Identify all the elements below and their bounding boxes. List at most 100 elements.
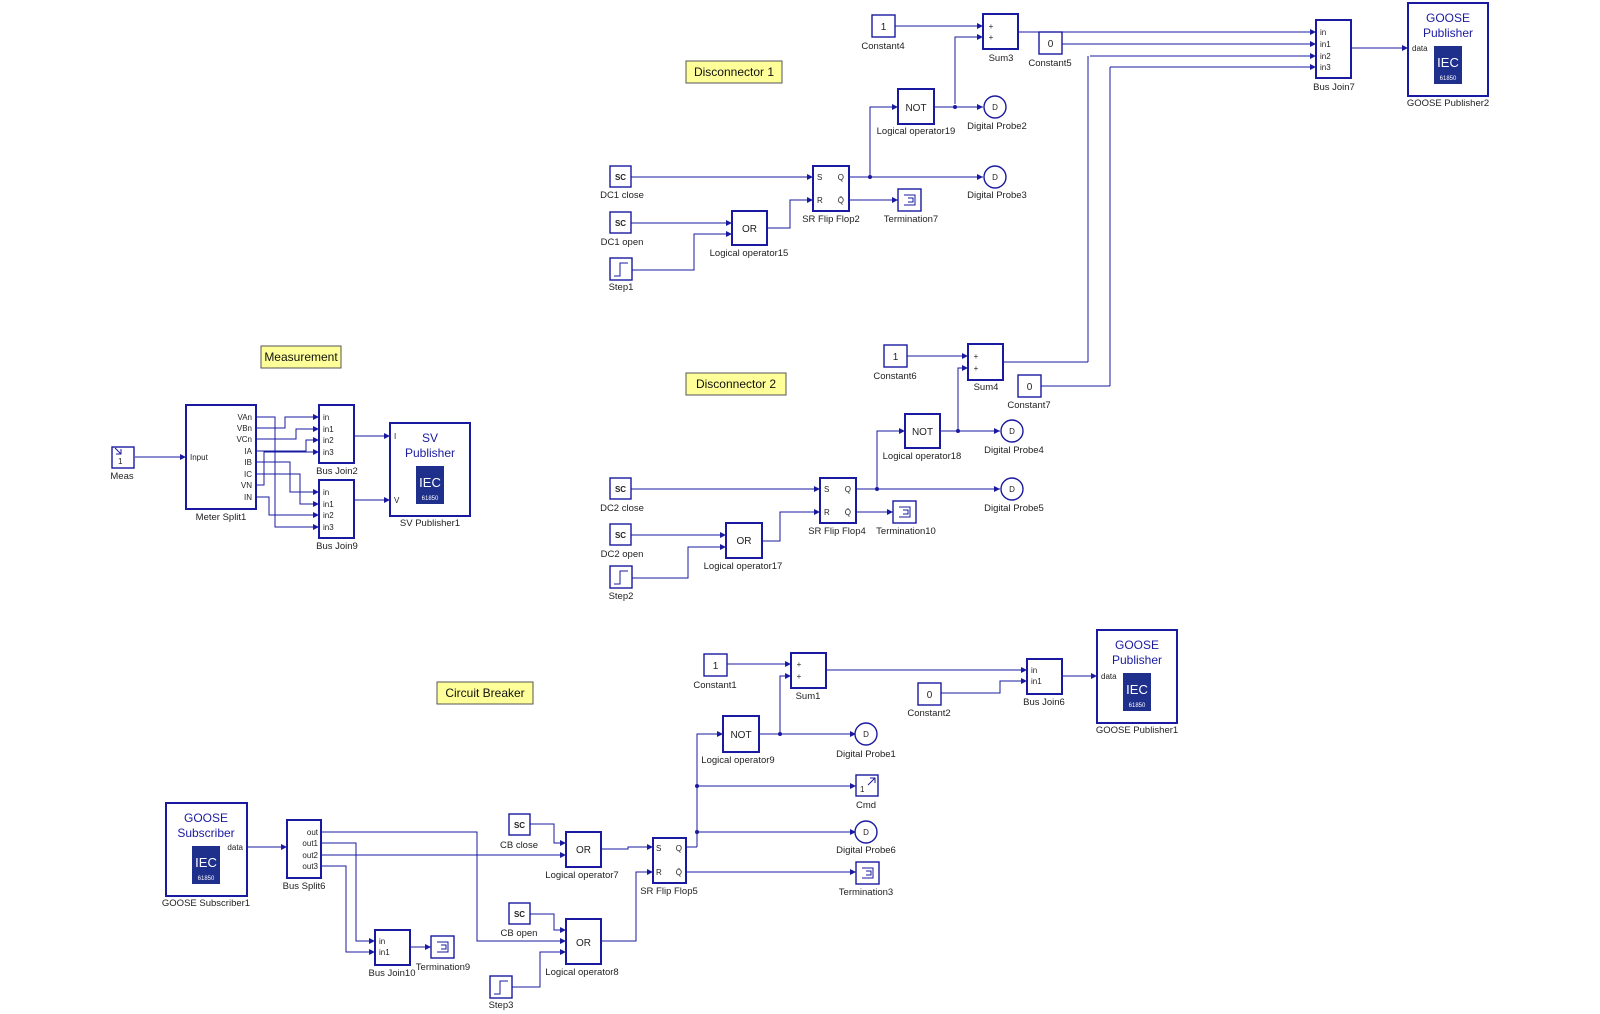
svg-text:out2: out2 bbox=[302, 851, 318, 860]
bus-join6-block[interactable]: in in1 Bus Join6 bbox=[1023, 658, 1065, 708]
cb-close-block[interactable]: SC CB close bbox=[500, 813, 538, 851]
svg-text:out: out bbox=[307, 828, 319, 837]
svg-text:Digital Probe6: Digital Probe6 bbox=[836, 845, 896, 856]
or15-block[interactable]: OR Logical operator15 bbox=[710, 210, 789, 259]
dc1-close-block[interactable]: SC DC1 close bbox=[600, 165, 644, 201]
dc2-open-block[interactable]: SC DC2 open bbox=[601, 523, 644, 560]
svg-text:DC1 open: DC1 open bbox=[601, 237, 644, 248]
svg-text:CB open: CB open bbox=[501, 928, 538, 939]
bus-join2-block[interactable]: in in1 in2 in3 Bus Join2 bbox=[316, 404, 358, 477]
svg-text:Disconnector 1: Disconnector 1 bbox=[694, 65, 774, 79]
svg-text:+: + bbox=[989, 33, 994, 42]
svg-text:IEC: IEC bbox=[1437, 55, 1459, 70]
svg-text:D: D bbox=[863, 730, 869, 739]
svg-text:SC: SC bbox=[615, 531, 626, 540]
svg-text:in1: in1 bbox=[1031, 677, 1042, 686]
annotation-measurement[interactable]: Measurement bbox=[260, 345, 342, 369]
svg-text:IN: IN bbox=[244, 493, 252, 502]
annotation-disconnector2[interactable]: Disconnector 2 bbox=[685, 372, 787, 396]
cb-open-block[interactable]: SC CB open bbox=[501, 902, 538, 939]
svg-text:Q: Q bbox=[845, 485, 851, 494]
termination3-block[interactable]: Termination3 bbox=[839, 861, 893, 898]
sum1-block[interactable]: + + Sum1 bbox=[790, 652, 827, 702]
svg-text:in2: in2 bbox=[323, 436, 334, 445]
not19-block[interactable]: NOT Logical operator19 bbox=[877, 88, 956, 137]
bus-split6-block[interactable]: out out1 out2 out3 Bus Split6 bbox=[283, 819, 326, 892]
constant1-block[interactable]: 1 Constant1 bbox=[693, 653, 737, 691]
svg-text:SC: SC bbox=[514, 910, 525, 919]
digital-probe6-block[interactable]: D Digital Probe6 bbox=[836, 820, 896, 856]
digital-probe2-block[interactable]: D Digital Probe2 bbox=[967, 95, 1027, 132]
or8-block[interactable]: OR Logical operator8 bbox=[545, 918, 619, 978]
svg-text:data: data bbox=[1101, 672, 1117, 681]
svg-text:Step1: Step1 bbox=[609, 282, 634, 293]
svg-text:in: in bbox=[323, 488, 329, 497]
svg-text:GOOSE Publisher2: GOOSE Publisher2 bbox=[1407, 98, 1489, 109]
svg-text:Logical operator15: Logical operator15 bbox=[710, 248, 789, 259]
bus-join10-block[interactable]: in in1 Bus Join10 bbox=[368, 929, 416, 979]
constant7-block[interactable]: 0 Constant7 bbox=[1007, 374, 1051, 411]
svg-text:out3: out3 bbox=[302, 862, 318, 871]
sum4-block[interactable]: + + Sum4 bbox=[967, 343, 1004, 393]
svg-text:OR: OR bbox=[742, 224, 757, 235]
annotation-disconnector1[interactable]: Disconnector 1 bbox=[685, 60, 783, 84]
sr-flip-flop5-block[interactable]: S R Q Q̄ SR Flip Flop5 bbox=[640, 837, 698, 897]
termination7-block[interactable]: Termination7 bbox=[884, 188, 938, 225]
or7-block[interactable]: OR Logical operator7 bbox=[545, 831, 619, 881]
svg-text:OR: OR bbox=[576, 845, 591, 856]
sr-flip-flop2-block[interactable]: S R Q Q̄ SR Flip Flop2 bbox=[802, 165, 860, 225]
cmd-output-block[interactable]: 1 Cmd bbox=[855, 774, 879, 811]
svg-text:Constant2: Constant2 bbox=[907, 708, 950, 719]
iec-logo-icon: IEC 61850 bbox=[416, 466, 444, 504]
svg-text:1: 1 bbox=[860, 785, 865, 794]
step3-block[interactable]: Step3 bbox=[489, 975, 514, 1011]
svg-text:Logical operator17: Logical operator17 bbox=[704, 561, 783, 572]
bus-join7-block[interactable]: in in1 in2 in3 Bus Join7 bbox=[1313, 19, 1355, 93]
svg-text:Logical operator7: Logical operator7 bbox=[545, 870, 618, 881]
goose-publisher1-block[interactable]: GOOSE Publisher data IEC 61850 GOOSE Pub… bbox=[1096, 629, 1178, 736]
not18-block[interactable]: NOT Logical operator18 bbox=[883, 413, 962, 462]
goose-subscriber1-block[interactable]: GOOSE Subscriber data IEC 61850 GOOSE Su… bbox=[162, 802, 250, 909]
constant6-block[interactable]: 1 Constant6 bbox=[873, 344, 917, 382]
termination9-block[interactable]: Termination9 bbox=[416, 935, 470, 973]
svg-text:NOT: NOT bbox=[912, 427, 933, 438]
svg-text:SR Flip Flop5: SR Flip Flop5 bbox=[640, 886, 698, 897]
svg-text:Digital Probe5: Digital Probe5 bbox=[984, 503, 1044, 514]
dc2-close-block[interactable]: SC DC2 close bbox=[600, 477, 644, 514]
digital-probe1-block[interactable]: D Digital Probe1 bbox=[836, 722, 896, 760]
svg-text:IB: IB bbox=[244, 458, 252, 467]
svg-text:in1: in1 bbox=[379, 948, 390, 957]
svg-text:GOOSE: GOOSE bbox=[1426, 11, 1470, 25]
termination10-block[interactable]: Termination10 bbox=[876, 500, 936, 537]
annotation-circuit-breaker[interactable]: Circuit Breaker bbox=[436, 681, 534, 705]
sum3-block[interactable]: + + Sum3 bbox=[982, 13, 1019, 64]
svg-text:in: in bbox=[1031, 666, 1037, 675]
step2-block[interactable]: Step2 bbox=[609, 565, 634, 602]
not9-block[interactable]: NOT Logical operator9 bbox=[701, 715, 775, 766]
step1-block[interactable]: Step1 bbox=[609, 257, 634, 293]
constant5-block[interactable]: 0 Constant5 bbox=[1028, 31, 1072, 69]
svg-text:SC: SC bbox=[615, 219, 626, 228]
meter-split1-block[interactable]: Input VAn VBn VCn IA IB IC VN IN Meter S… bbox=[185, 404, 257, 523]
sv-publisher1-block[interactable]: SV Publisher I V IEC 61850 SV Publisher1 bbox=[389, 422, 471, 529]
or17-block[interactable]: OR Logical operator17 bbox=[704, 522, 783, 572]
digital-probe3-block[interactable]: D Digital Probe3 bbox=[967, 165, 1027, 201]
constant2-block[interactable]: 0 Constant2 bbox=[907, 682, 951, 719]
svg-text:Sum4: Sum4 bbox=[974, 382, 999, 393]
svg-text:Bus Join10: Bus Join10 bbox=[368, 968, 415, 979]
svg-text:61850: 61850 bbox=[422, 496, 439, 502]
digital-probe5-block[interactable]: D Digital Probe5 bbox=[984, 477, 1044, 514]
svg-text:VN: VN bbox=[241, 481, 252, 490]
svg-text:+: + bbox=[797, 660, 802, 669]
sr-flip-flop4-block[interactable]: S R Q Q̄ SR Flip Flop4 bbox=[808, 477, 866, 537]
meas-input-block[interactable]: 1 Meas bbox=[110, 446, 135, 482]
constant4-block[interactable]: 1 Constant4 bbox=[861, 14, 905, 52]
bus-join9-block[interactable]: in in1 in2 in3 Bus Join9 bbox=[316, 479, 358, 552]
dc1-open-block[interactable]: SC DC1 open bbox=[601, 211, 644, 248]
svg-text:Constant5: Constant5 bbox=[1028, 58, 1071, 69]
digital-probe4-block[interactable]: D Digital Probe4 bbox=[984, 419, 1044, 456]
svg-text:Logical operator8: Logical operator8 bbox=[545, 967, 618, 978]
svg-text:IC: IC bbox=[244, 470, 252, 479]
goose-publisher2-block[interactable]: GOOSE Publisher data IEC 61850 GOOSE Pub… bbox=[1407, 2, 1489, 109]
svg-text:R: R bbox=[817, 196, 823, 205]
